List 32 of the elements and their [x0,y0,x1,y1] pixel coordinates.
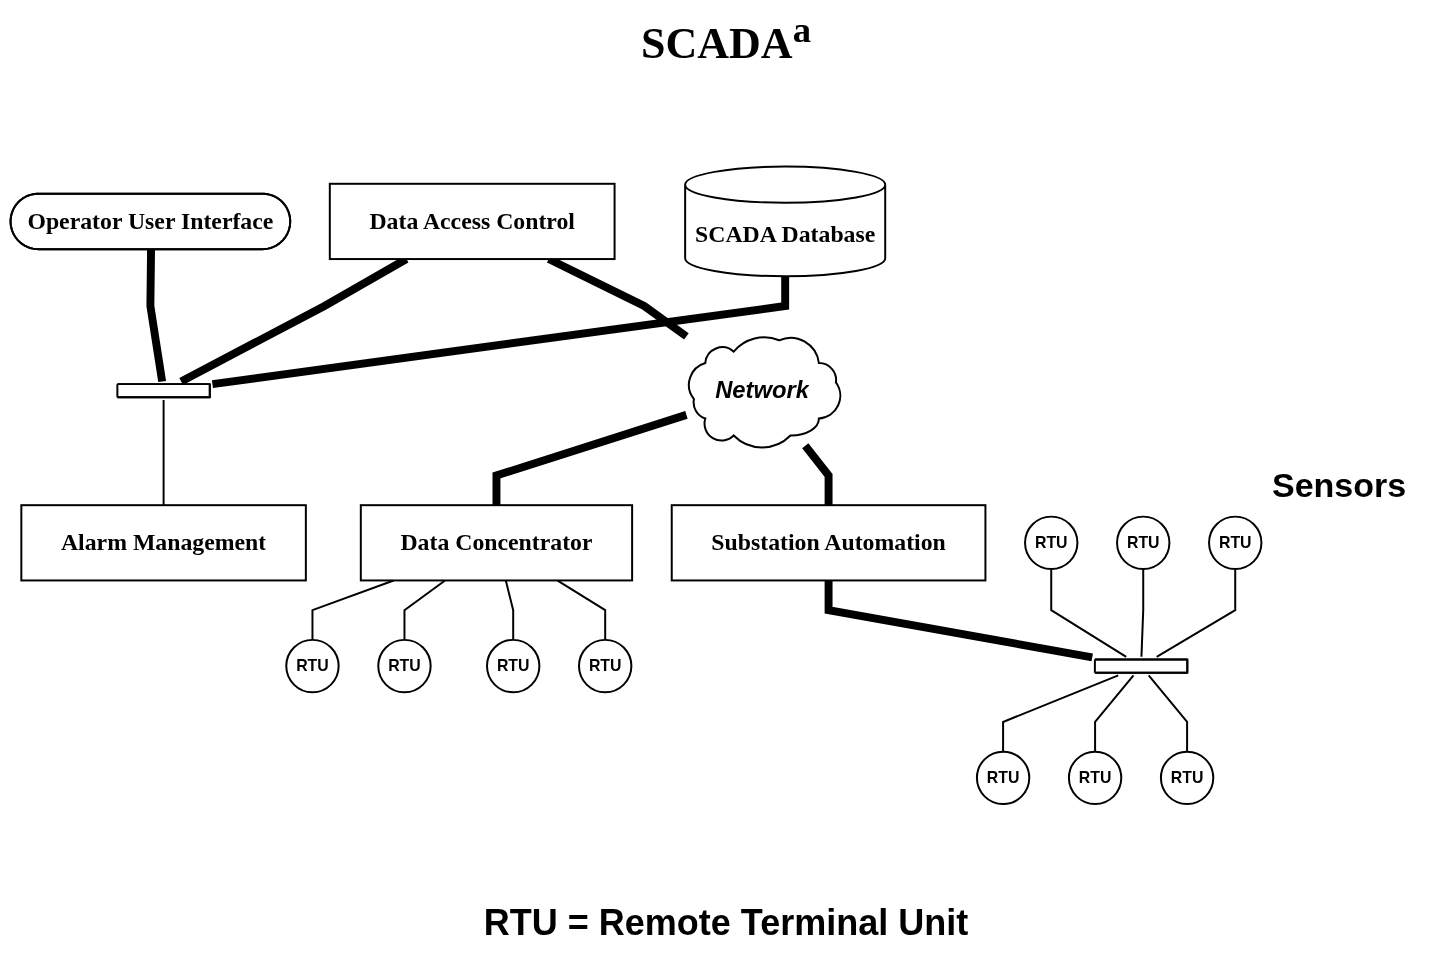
connector [504,579,515,641]
connector [1094,674,1135,753]
node-circle: RTU [377,638,432,694]
connector [492,411,688,506]
connector [802,443,833,506]
node-circle: RTU [1024,515,1079,570]
node-circle: RTU [1116,515,1171,570]
connector [162,399,165,507]
node-circle: RTU [486,638,541,694]
node-circle: RTU [1067,750,1123,806]
node-circle: RTU [1208,515,1263,570]
node-box: Alarm Management [20,504,307,582]
node-box: Substation Automation [670,504,987,582]
connector [311,579,395,641]
connector [1147,674,1189,753]
connector [211,276,790,388]
sensors-label: Sensors [1272,465,1407,504]
node-circle: RTU [578,638,633,694]
connector [1050,568,1128,658]
node-circle: RTU [975,750,1031,806]
node-box: Data Concentrator [359,504,634,582]
connector [146,249,167,383]
connector [1002,674,1120,753]
connector [1140,568,1145,658]
node-circle: RTU [285,638,340,694]
connector [556,579,607,641]
connector [403,579,447,641]
diagram-caption: RTU = Remote Terminal Unit [483,902,969,944]
node-box: Data Access Control [328,182,616,261]
connector [1155,568,1237,658]
diagram-title: SCADA$^{a}$ [641,8,811,69]
node-circle: RTU [1159,750,1215,806]
